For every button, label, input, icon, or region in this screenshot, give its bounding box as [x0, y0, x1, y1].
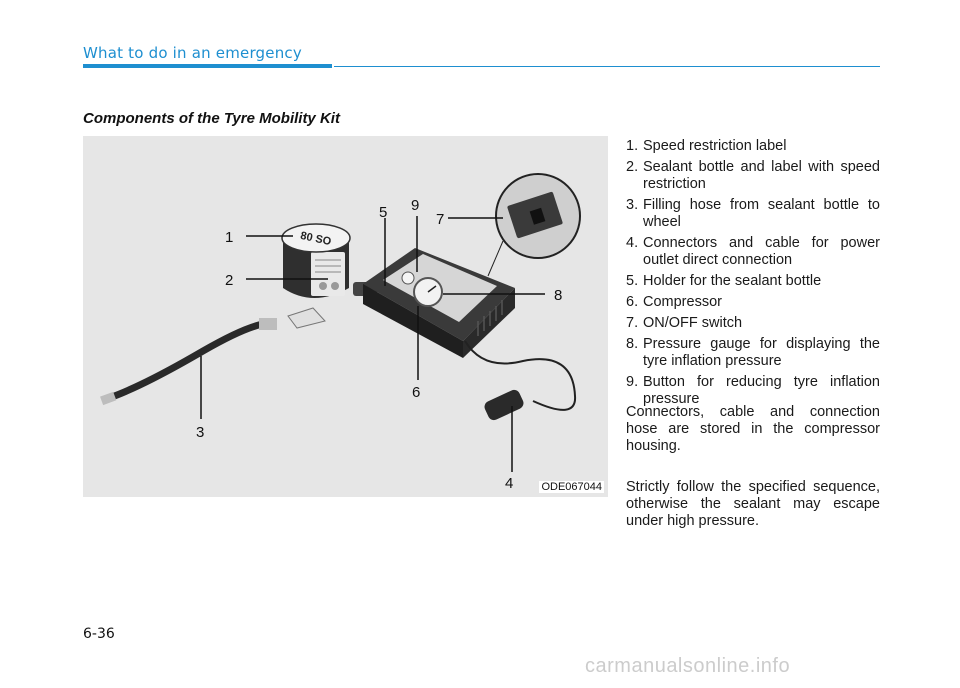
- power-plug: [484, 389, 524, 421]
- leader-lines: [200, 216, 545, 472]
- list-item: 4.Connectors and cable for power outlet …: [626, 235, 880, 268]
- list-item: 8.Pressure gauge for displaying the tyre…: [626, 336, 880, 369]
- section-header-title: What to do in an emergency: [83, 44, 302, 62]
- list-item: 1.Speed restriction label: [626, 138, 787, 154]
- callout-1: 1: [225, 229, 233, 246]
- tyre-mobility-kit-illustration: 80 SO: [83, 136, 608, 497]
- list-item: 3.Filling hose from sealant bottle to wh…: [626, 197, 880, 230]
- components-heading: Components of the Tyre Mobility Kit: [83, 110, 340, 127]
- callout-2: 2: [225, 272, 233, 289]
- compressor: [363, 248, 515, 358]
- list-item: 7.ON/OFF switch: [626, 315, 743, 331]
- callout-numbers: 1 2 3 4 5 6 7 8 9: [196, 197, 562, 492]
- filling-hose: [100, 307, 326, 406]
- callout-5: 5: [379, 204, 387, 221]
- callout-7: 7: [436, 211, 444, 228]
- list-item: 9.Button for reducing tyre inflation pre…: [626, 374, 880, 407]
- callout-4: 4: [505, 475, 513, 492]
- kit-drawing: 80 SO: [100, 173, 581, 492]
- speed-restriction-label: [281, 223, 351, 253]
- components-list: 1.Speed restriction label 2.Sealant bott…: [626, 138, 880, 412]
- callout-3: 3: [196, 424, 204, 441]
- header-rule-thick: [83, 64, 332, 68]
- callout-6: 6: [412, 384, 420, 401]
- power-cable: [464, 340, 577, 421]
- sealant-bottle: 80 SO: [281, 223, 351, 298]
- switch-magnifier: [487, 173, 581, 277]
- bottle-side-label: [311, 252, 345, 296]
- deflate-button: [401, 271, 415, 285]
- storage-note: Connectors, cable and connection hose ar…: [626, 404, 880, 454]
- list-item: 2.Sealant bottle and label with speed re…: [626, 159, 880, 192]
- watermark: carmanualsonline.info: [585, 655, 791, 677]
- list-item: 6.Compressor: [626, 294, 722, 310]
- header-rule-thin: [334, 66, 880, 67]
- list-item: 5.Holder for the sealant bottle: [626, 273, 822, 289]
- callout-8: 8: [554, 287, 562, 304]
- sequence-warning: Strictly follow the specified sequence, …: [626, 479, 880, 529]
- page-number: 6-36: [83, 626, 115, 642]
- callout-9: 9: [411, 197, 419, 214]
- figure-code: ODE067044: [539, 481, 604, 493]
